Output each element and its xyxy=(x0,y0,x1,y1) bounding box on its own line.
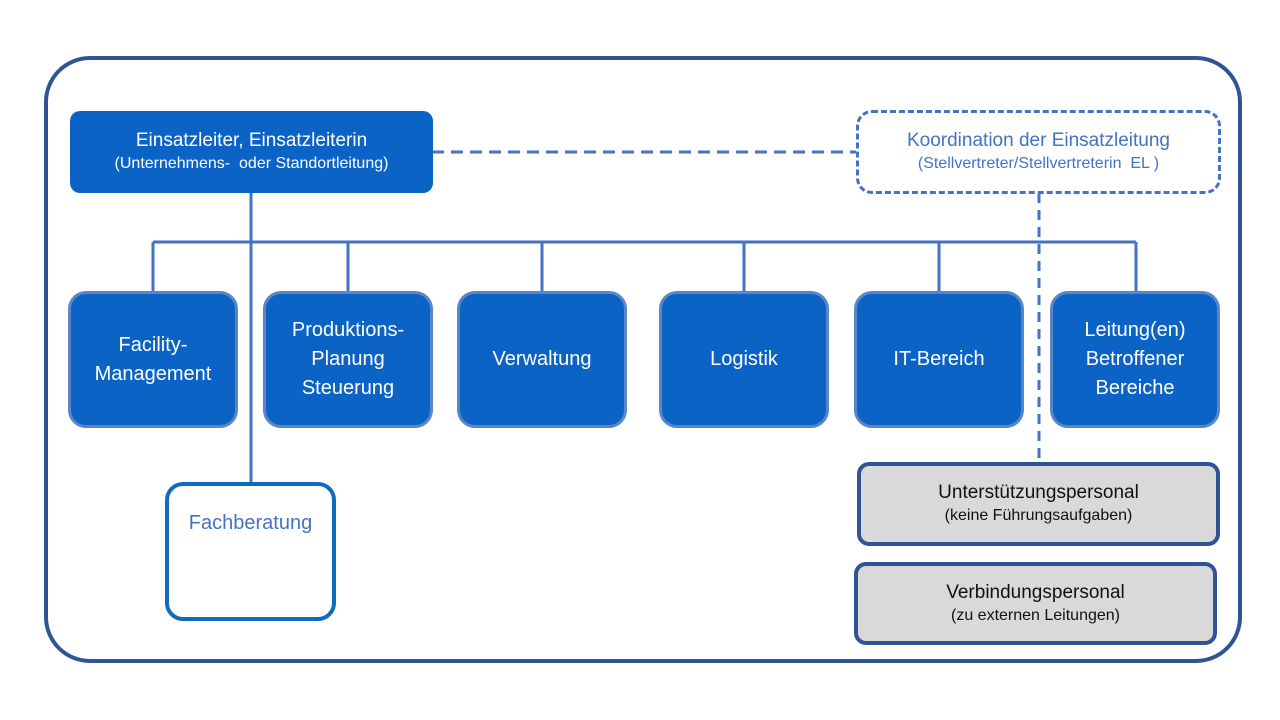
leader-title: Einsatzleiter, Einsatzleiterin xyxy=(135,130,368,151)
department-label-line: Produktions- xyxy=(291,319,405,341)
department-label-line: Betroffener xyxy=(1085,348,1185,370)
support-staff-subtitle: (keine Führungsaufgaben) xyxy=(944,507,1133,524)
department-label-line: Leitung(en) xyxy=(1084,319,1186,341)
leader-subtitle: (Unternehmens- oder Standortleitung) xyxy=(114,155,389,172)
department-label-line: Facility- xyxy=(118,333,188,356)
liaison-staff-box: Verbindungspersonal (zu externen Leitung… xyxy=(854,562,1217,645)
department-label-line: Planung xyxy=(311,348,385,370)
support-staff-box: Unterstützungspersonal (keine Führungsau… xyxy=(857,462,1220,546)
support-staff-title: Unterstützungspersonal xyxy=(938,482,1139,503)
liaison-staff-title: Verbindungspersonal xyxy=(946,581,1125,603)
department-it-bereich: IT-Bereich xyxy=(854,291,1024,428)
coordination-title: Koordination der Einsatzleitung xyxy=(906,130,1170,151)
fachberatung-label: Fachberatung xyxy=(188,512,313,534)
outer-frame xyxy=(44,56,1242,663)
department-verwaltung: Verwaltung xyxy=(457,291,627,428)
department-label-line: Verwaltung xyxy=(492,348,592,370)
coordination-subtitle: (Stellvertreter/Stellvertreterin EL ) xyxy=(917,155,1160,172)
department-label-line: Management xyxy=(94,362,212,385)
department-label-line: Steuerung xyxy=(301,377,395,399)
department-label-line: IT-Bereich xyxy=(893,348,985,370)
fachberatung-box: Fachberatung xyxy=(165,482,336,621)
liaison-staff-subtitle: (zu externen Leitungen) xyxy=(951,606,1120,624)
department-label-line: Logistik xyxy=(710,348,778,370)
coordination-box: Koordination der Einsatzleitung (Stellve… xyxy=(856,110,1221,194)
department-label-line: Bereiche xyxy=(1095,377,1175,399)
department-produktion: Produktions- Planung Steuerung xyxy=(263,291,433,428)
leader-box: Einsatzleiter, Einsatzleiterin (Unterneh… xyxy=(70,111,433,193)
department-leitungen: Leitung(en) Betroffener Bereiche xyxy=(1050,291,1220,428)
department-logistik: Logistik xyxy=(659,291,829,428)
department-facility-management: Facility- Management xyxy=(68,291,238,428)
